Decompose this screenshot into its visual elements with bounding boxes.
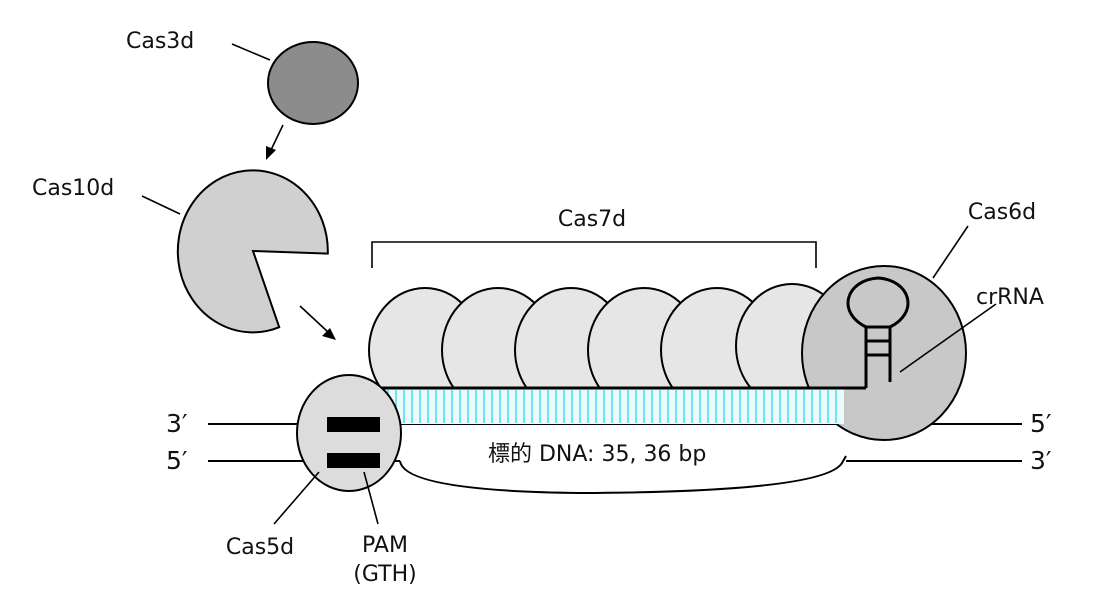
displaced-strand-loop bbox=[399, 455, 847, 495]
arrow-cas10d-to-complex-head bbox=[322, 328, 336, 340]
cas6d-label: Cas6d bbox=[968, 200, 1036, 225]
bottom-strand-left-end: 5′ bbox=[166, 446, 188, 475]
cas10d-leader bbox=[141, 195, 181, 215]
pam-label: PAM bbox=[362, 533, 408, 558]
cas5d-label: Cas5d bbox=[226, 535, 294, 560]
top-strand-right-end: 5′ bbox=[1030, 409, 1052, 438]
basepair-ticks bbox=[387, 390, 837, 423]
arrow-cas10d-to-complex-shaft bbox=[299, 305, 329, 333]
cas7d-bracket bbox=[371, 241, 817, 268]
cas5d-leader bbox=[273, 471, 320, 525]
pam-leader bbox=[363, 471, 379, 525]
crrna-stem-pairs bbox=[866, 325, 890, 357]
cas6d-leader bbox=[932, 225, 969, 279]
cas10d-protein bbox=[176, 169, 329, 334]
cas3d-protein bbox=[267, 41, 359, 125]
basepair-region bbox=[382, 389, 844, 424]
crrna-hairpin bbox=[846, 276, 910, 388]
cas5d-protein bbox=[296, 374, 402, 492]
pam-block-bottom bbox=[327, 453, 380, 468]
bottom-strand-right-end: 3′ bbox=[1030, 446, 1052, 475]
cas7d-label: Cas7d bbox=[558, 207, 626, 232]
crrna-label: crRNA bbox=[976, 285, 1044, 310]
pam-sequence-label: (GTH) bbox=[353, 562, 416, 587]
pam-block-top bbox=[327, 417, 380, 432]
arrow-cas3d-to-cas10d-shaft bbox=[269, 124, 284, 153]
cas3d-label: Cas3d bbox=[126, 29, 194, 54]
cas3d-leader bbox=[231, 43, 271, 61]
cas10d-label: Cas10d bbox=[32, 176, 114, 201]
target-dna-label: 標的 DNA: 35, 36 bp bbox=[488, 442, 706, 467]
top-strand-left-end: 3′ bbox=[166, 409, 188, 438]
arrow-cas3d-to-cas10d-head bbox=[266, 146, 276, 160]
crrna-leader bbox=[899, 303, 997, 373]
